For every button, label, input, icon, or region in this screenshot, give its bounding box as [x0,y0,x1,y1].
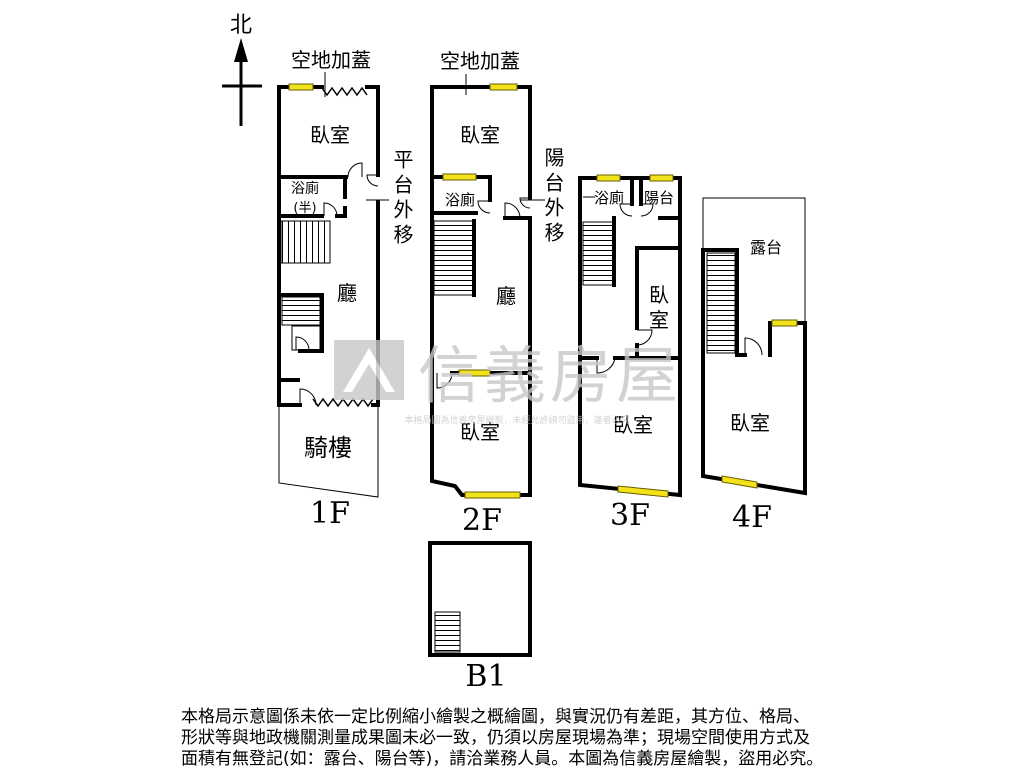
watermark: 信義房屋 本格局圖為信義房屋繪製，未經允許請勿盜用，違者必究 [334,339,682,426]
label-balcony: 陽台 [644,189,674,207]
floor-label-3f: 3F [610,498,650,533]
stairs [582,221,615,286]
label-bedroom: 臥室 [310,123,350,147]
bath-door [477,200,491,214]
floor-1f-plan: 空地加蓋 臥室 浴廁 (半) 廳 騎樓 1F [277,48,389,531]
balcony-door [640,203,654,217]
folding-door-top [321,86,368,97]
watermark-notice: 本格局圖為信義房屋繪製，未經允許請勿盜用，違者必究 [404,414,629,426]
north-arrow-icon [234,38,248,62]
label-extension: 空地加蓋 [291,48,371,72]
window [442,173,477,181]
arcade-outline [278,405,379,498]
label-living-room: 廳 [337,281,357,305]
bedroom-door [347,162,363,178]
wall-outer-top [430,85,532,200]
wall-outer [578,176,682,498]
window [596,174,621,182]
label-bedroom: 臥室 [730,411,770,435]
disclaimer-line-3: 面積有無登記(如：露台、陽台等)，請洽業務人員。本圖為信義房屋繪製，盜用必究。 [181,749,823,768]
bath-door [619,203,633,217]
floor-3f-plan: 浴廁 陽台 臥 室 臥室 3F [578,174,682,533]
bedroom-door [744,337,763,356]
wall-bath [277,175,347,218]
window [489,83,518,91]
floor-b1-plan: B1 [428,541,532,694]
window [288,83,314,91]
wall-outer [701,248,807,496]
wall-balcony [639,176,682,220]
bath-door [323,202,338,217]
label-small-bedroom-1: 臥 [649,283,669,307]
window [649,174,674,182]
label-bath: 浴廁 [594,189,624,207]
rear-bedroom-door [596,357,616,374]
wall-small-bedroom [635,246,682,360]
wall-stairs [701,248,747,357]
floor-2f-plan: 空地加蓋 臥室 浴廁 廳 臥室 2F [430,49,545,538]
floor-label-1f: 1F [310,496,350,531]
terrace-outline [702,197,806,323]
label-terrace: 露台 [750,238,782,257]
label-living-room: 廳 [496,284,516,308]
north-compass: 北 [222,13,262,126]
folding-door-bottom [312,397,374,408]
floor-label-2f: 2F [462,503,502,538]
label-bath-half: (半) [293,201,316,216]
label-bath: 浴廁 [291,180,319,197]
inner-door [504,202,521,219]
disclaimer: 本格局示意圖係未依一定比例縮小繪製之概繪圖，與實況仍有差距，其方位、格局、 形狀… [181,707,823,768]
rear-bedroom-door [436,372,453,389]
label-bath: 浴廁 [445,191,475,209]
label-extension: 空地加蓋 [440,49,520,73]
house-roof-icon-mark [343,348,395,392]
watermark-brand: 信義房屋 [418,339,682,412]
window [617,485,669,498]
label-arcade: 騎樓 [304,434,352,462]
wall-outer [428,541,532,657]
label-bedroom-rear: 臥室 [460,420,500,444]
closet-door [295,336,310,351]
stairs [706,252,736,354]
window [458,369,491,377]
label-bedroom-front: 臥室 [460,123,500,147]
north-label: 北 [230,13,252,38]
floor-4f-plan: 露台 臥室 4F [701,197,807,535]
small-bedroom-door [636,329,653,346]
exterior-door [366,174,379,187]
label-bedroom: 臥室 [613,413,653,437]
stairs [433,220,475,296]
entry-door [299,388,317,406]
window [721,475,758,489]
stairs [281,296,321,326]
stairs [434,611,461,653]
disclaimer-line-2: 形狀等與地政機關測量成果圖未必一致，仍須以房屋現場為準；現場空間使用方式及 [181,727,810,748]
side-note-2f: 陽台外移 [541,147,565,247]
stairs [280,220,331,264]
window [464,491,521,499]
side-note-1f: 平台外移 [390,149,414,249]
wall-outer [430,85,532,497]
disclaimer-line-1: 本格局示意圖係未依一定比例縮小繪製之概繪圖，與實況仍有差距，其方位、格局、 [181,707,810,727]
exterior-door [519,197,531,209]
wall-stair-block [279,293,324,353]
label-small-bedroom-2: 室 [649,308,669,332]
window [771,319,798,327]
floor-label-b1: B1 [465,659,506,694]
closet [291,325,321,351]
floor-label-4f: 4F [732,500,772,535]
